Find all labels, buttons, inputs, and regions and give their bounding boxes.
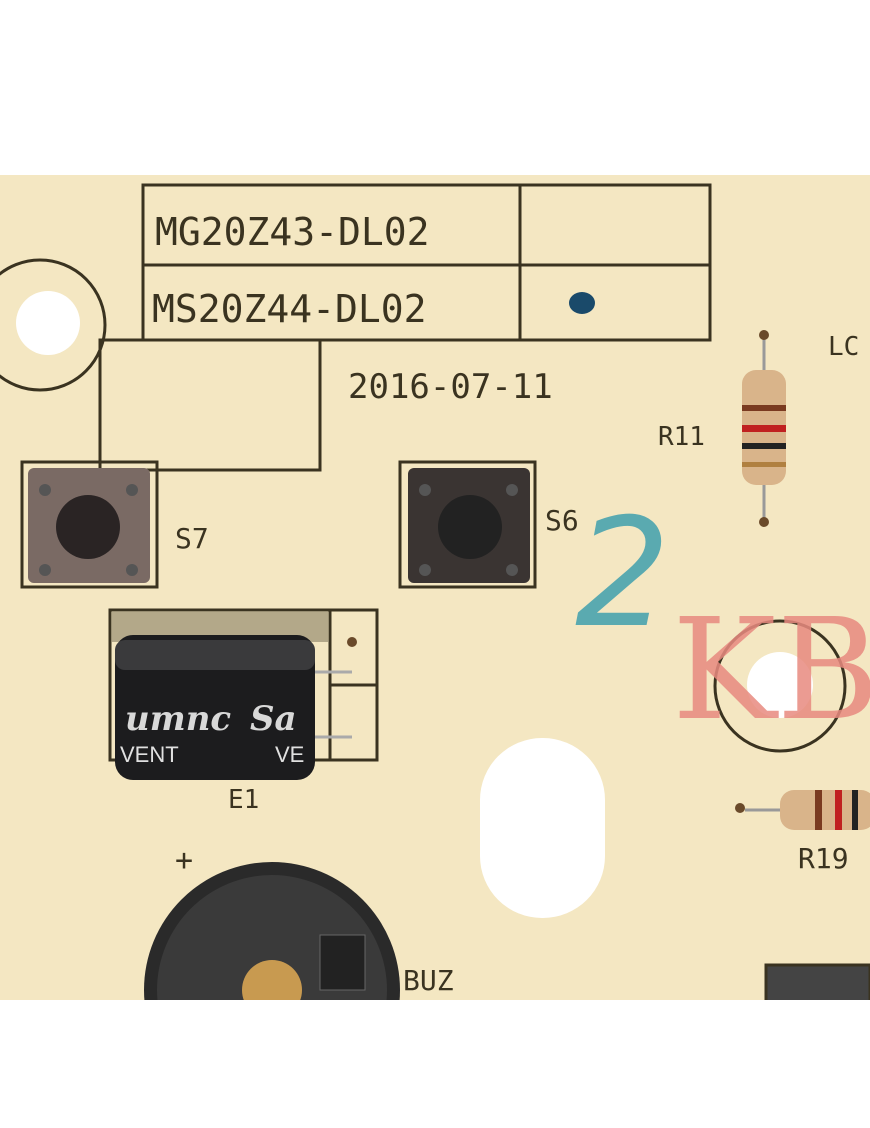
mounting-hole-left <box>16 291 80 355</box>
handwritten-number: 2 <box>575 487 670 661</box>
label-buz: BUZ <box>403 964 454 997</box>
label-s6: S6 <box>545 504 579 537</box>
capacitor-brand-right: Sa <box>250 699 297 739</box>
model-number-top: MG20Z43-DL02 <box>155 210 430 254</box>
switch-s6 <box>398 460 537 589</box>
handwritten-initials: KB <box>672 589 870 752</box>
model-number-bottom: MS20Z44-DL02 <box>152 287 427 331</box>
capacitor-vent-right: VE <box>275 742 304 767</box>
resistor-r19 <box>735 790 870 830</box>
mounting-hole-ring-left <box>0 258 107 392</box>
label-r19: R19 <box>798 842 849 875</box>
capacitor-e1: umnc Sa VENT VE <box>115 635 352 780</box>
label-e1: E1 <box>228 785 259 815</box>
slot-hole <box>480 738 605 918</box>
resistor-r11 <box>742 330 786 527</box>
mounting-hole-ring-right <box>713 619 847 753</box>
ink-dot <box>569 292 595 314</box>
partial-component <box>764 963 870 1007</box>
label-s7: S7 <box>175 522 209 555</box>
date-code: 2016-07-11 <box>348 367 553 407</box>
mounting-hole-right <box>747 652 813 718</box>
label-lc: LC <box>828 332 859 362</box>
model-label-table <box>141 183 712 342</box>
label-r11: R11 <box>658 422 705 452</box>
capacitor-brand-left: umnc <box>125 699 231 739</box>
switch-s7 <box>20 460 159 589</box>
label-plus: + <box>175 843 193 878</box>
capacitor-vent-left: VENT <box>120 742 179 767</box>
